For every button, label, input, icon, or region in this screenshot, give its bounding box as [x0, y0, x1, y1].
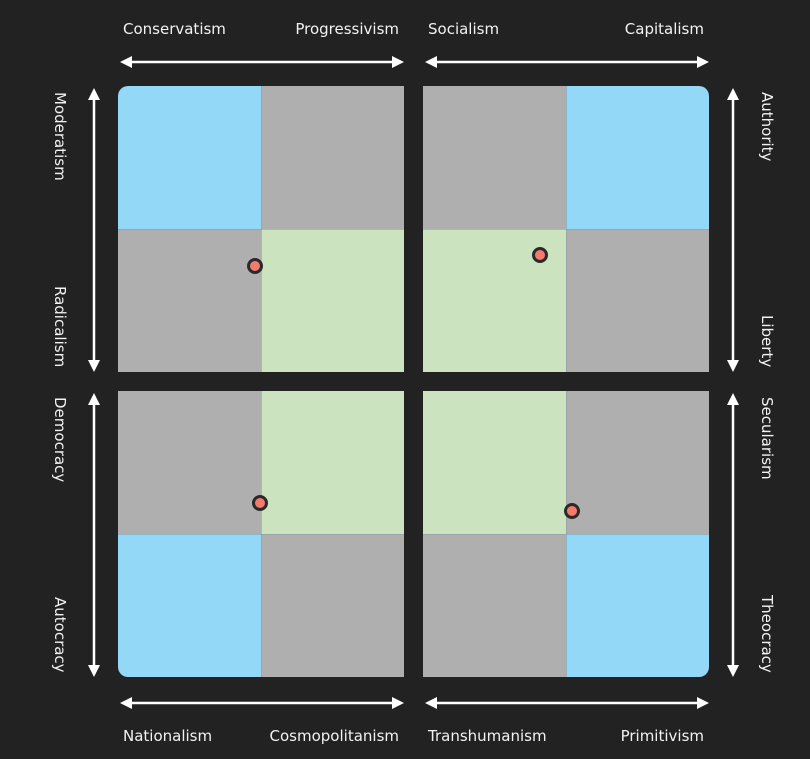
x-label-left-tr: Socialism [428, 20, 500, 38]
data-point [563, 503, 580, 520]
quadrant-upper-left [118, 391, 261, 534]
quadrant-upper-right [261, 391, 404, 534]
quadrant-divider-horizontal [118, 228, 404, 230]
quadrant-upper-left [423, 86, 566, 229]
x-label-right-tl: Progressivism [295, 20, 399, 38]
x-axis-arrow-br [425, 697, 709, 709]
quadrant-lower-right [566, 229, 709, 372]
y-label-bottom-tl: Radicalism [51, 285, 69, 367]
quadrant-upper-left [423, 391, 566, 534]
y-label-bottom-br: Theocracy [758, 595, 776, 673]
quadrant-lower-right [566, 534, 709, 677]
y-label-bottom-tr: Liberty [758, 314, 776, 367]
chart-panel-top-left [118, 86, 404, 372]
x-axis-arrow-bl [120, 697, 404, 709]
x-label-right-br: Primitivism [620, 727, 704, 745]
x-axis-arrow-tr [425, 56, 709, 68]
y-label-top-bl: Democracy [51, 397, 69, 483]
chart-panel-top-right [423, 86, 709, 372]
quadrant-upper-right [261, 86, 404, 229]
quadrant-lower-right [261, 534, 404, 677]
data-point [532, 246, 549, 263]
quadrant-lower-left [118, 534, 261, 677]
x-label-left-tl: Conservatism [123, 20, 226, 38]
quadrant-divider-horizontal [118, 533, 404, 535]
x-label-left-bl: Nationalism [123, 727, 213, 745]
y-label-bottom-bl: Autocracy [51, 597, 69, 673]
x-label-right-tr: Capitalism [624, 20, 704, 38]
quadrant-lower-left [118, 229, 261, 372]
y-axis-arrow-tr [727, 88, 739, 372]
y-label-top-tl: Moderatism [51, 92, 69, 181]
quadrant-upper-right [566, 391, 709, 534]
y-axis-arrow-tl [88, 88, 100, 372]
quadrant-lower-right [261, 229, 404, 372]
chart-panel-bottom-left [118, 391, 404, 677]
y-axis-arrow-br [727, 393, 739, 677]
quadrant-divider-horizontal [423, 533, 709, 535]
quadrant-upper-left [118, 86, 261, 229]
quadrant-upper-right [566, 86, 709, 229]
x-axis-arrow-tl [120, 56, 404, 68]
data-point [247, 258, 264, 275]
chart-panel-bottom-right [423, 391, 709, 677]
quadrant-divider-horizontal [423, 228, 709, 230]
x-label-left-br: Transhumanism [428, 727, 547, 745]
y-axis-arrow-bl [88, 393, 100, 677]
data-point [251, 494, 268, 511]
quadrant-lower-left [423, 534, 566, 677]
y-label-top-br: Secularism [758, 397, 776, 480]
x-label-right-bl: Cosmopolitanism [269, 727, 399, 745]
y-label-top-tr: Authority [758, 92, 776, 162]
